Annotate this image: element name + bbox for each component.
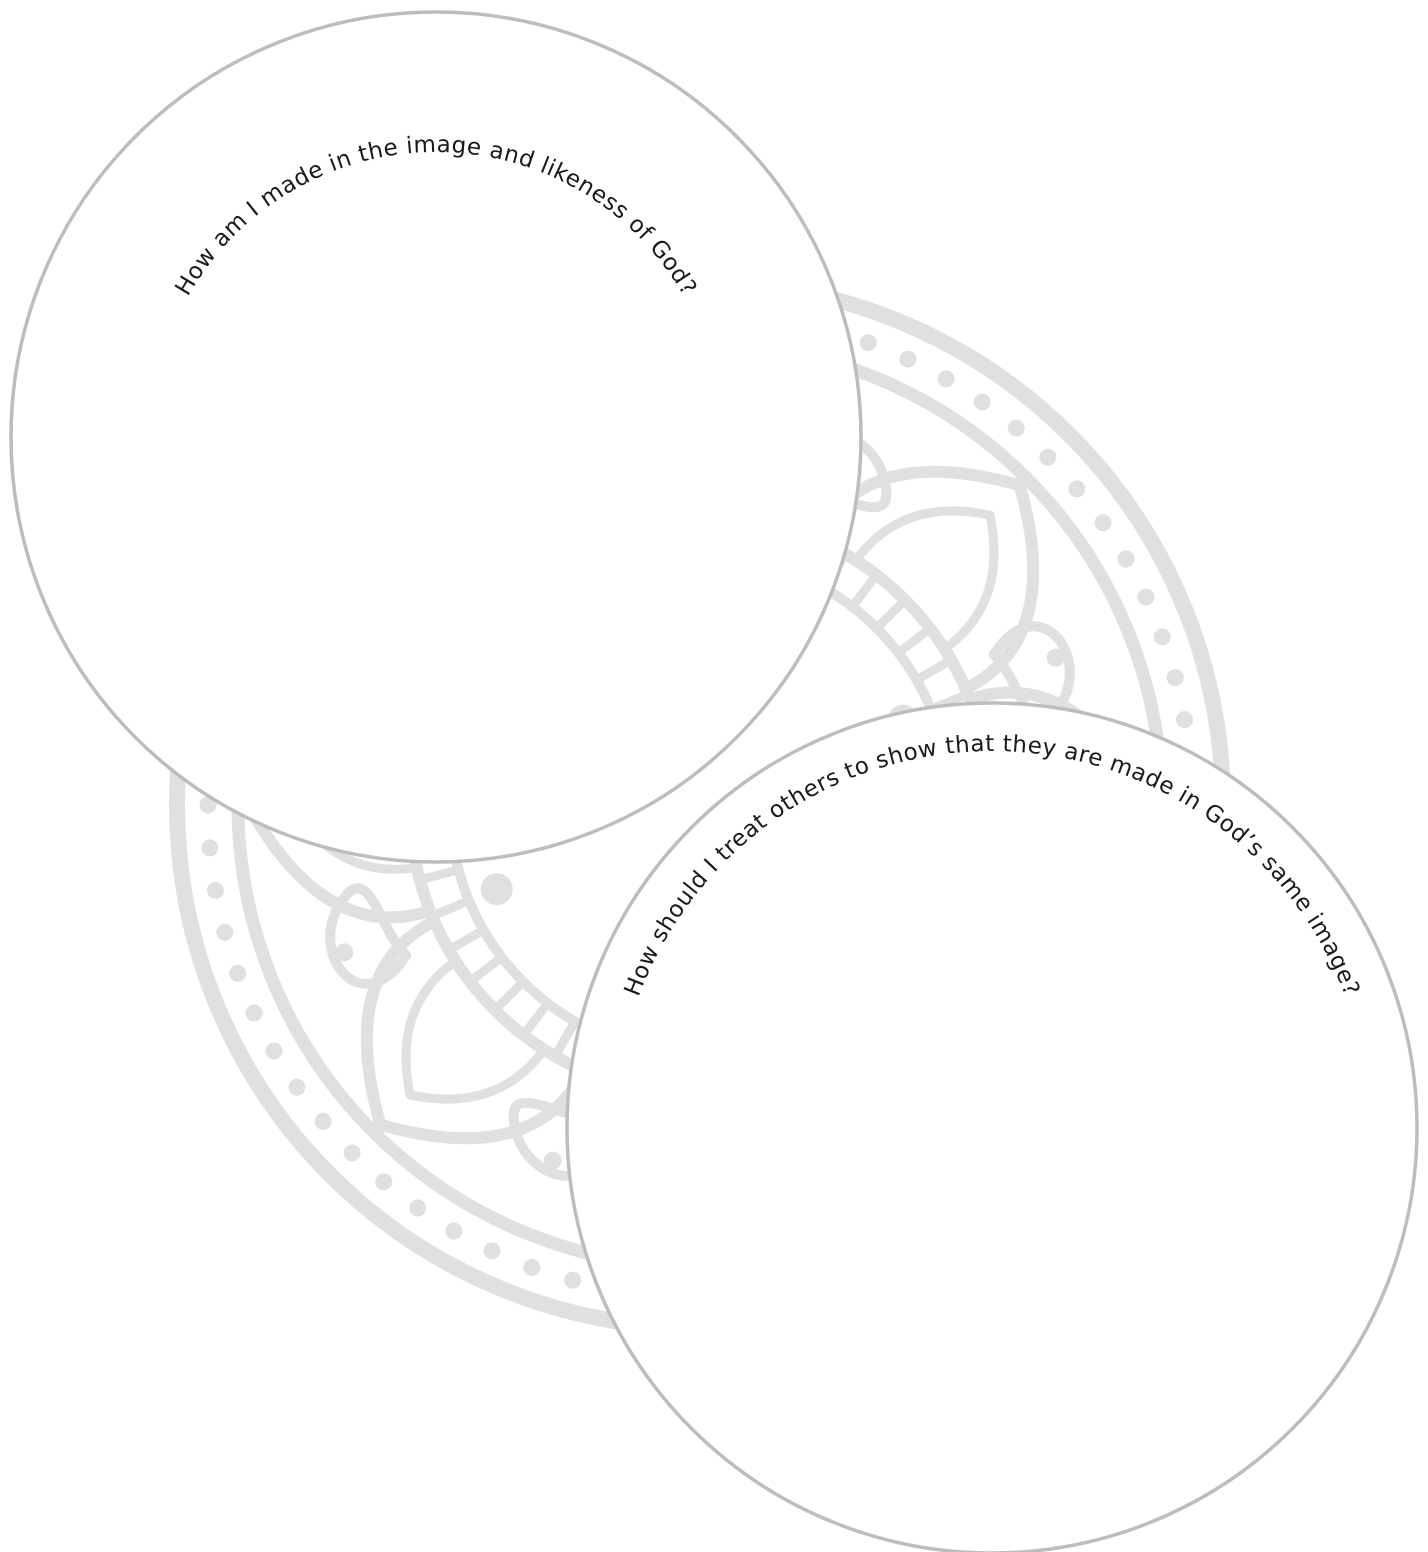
mandala-rung — [432, 901, 469, 916]
writing-area-bottom[interactable] — [567, 703, 1417, 1552]
mandala-dot — [265, 1043, 282, 1060]
mandala-teardrop — [1047, 649, 1065, 667]
mandala-dot — [229, 965, 246, 982]
mandala-dot — [1068, 480, 1085, 497]
mandala-dot — [484, 1242, 501, 1259]
mandala-rung — [852, 575, 876, 607]
mandala-dot — [1167, 669, 1184, 686]
mandala-inner-teardrop — [481, 873, 513, 905]
mandala-dot — [246, 1004, 263, 1021]
prompt-circle-top: How am I made in the image and likeness … — [11, 12, 861, 862]
mandala-rung — [420, 870, 459, 880]
mandala-dot — [216, 924, 233, 941]
mandala-dot — [860, 334, 877, 351]
mandala-rung — [877, 600, 905, 628]
mandala-rung — [917, 660, 952, 680]
mandala-dot — [1137, 589, 1154, 606]
mandala-dot — [1039, 449, 1056, 466]
mandala-dot — [344, 1144, 361, 1161]
mandala-dot — [201, 839, 218, 856]
mandala-teardrop — [544, 1152, 562, 1170]
mandala-dot — [564, 1272, 581, 1289]
mandala-dot — [1095, 514, 1112, 531]
mandala-dot — [207, 882, 224, 899]
mandala-dot — [288, 1079, 305, 1096]
mandala-rung — [523, 1003, 547, 1035]
mandala-dot — [1154, 628, 1171, 645]
mandala-rung — [555, 1022, 575, 1057]
mandala-rung — [449, 930, 484, 950]
mandala-rung — [470, 957, 502, 981]
mandala-dot — [1008, 420, 1025, 437]
mandala-rung — [495, 982, 523, 1010]
mandala-rung — [898, 628, 930, 652]
mandala-dot — [1176, 711, 1193, 728]
mandala-dot — [446, 1223, 463, 1240]
mandala-dot — [899, 351, 916, 368]
mandala-dot — [523, 1259, 540, 1276]
mandala-dot — [315, 1113, 332, 1130]
mandala-dot — [938, 370, 955, 387]
mandala-dot — [1118, 551, 1135, 568]
mandala-dot — [974, 393, 991, 410]
prompt-circle-bottom: How should I treat others to show that t… — [567, 703, 1417, 1552]
mandala-dot — [375, 1173, 392, 1190]
mandala-teardrop — [335, 943, 353, 961]
mandala-dot — [409, 1200, 426, 1217]
